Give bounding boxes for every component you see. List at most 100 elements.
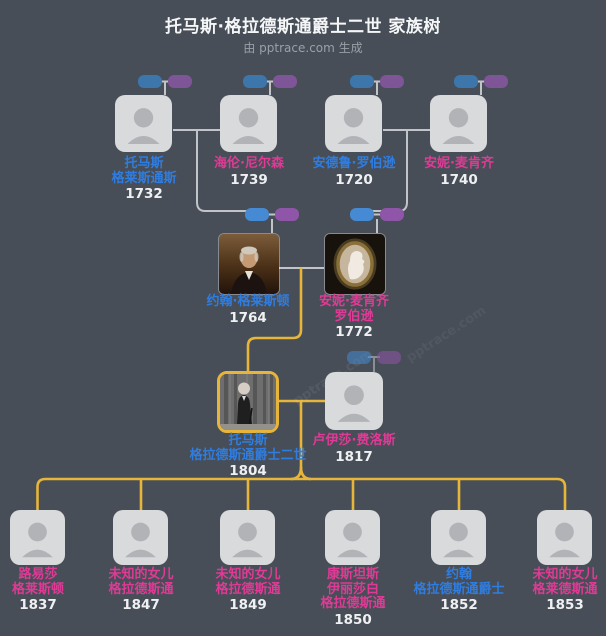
person-name: 约翰·格莱斯顿: [206, 294, 290, 309]
person-label: 康斯坦斯 伊丽莎白 格拉德斯通 1850: [298, 567, 408, 628]
person-placeholder-icon: [232, 108, 265, 145]
person-placeholder-icon: [337, 385, 371, 422]
person-label: 托马斯 格拉德斯通爵士二世 1804: [185, 433, 311, 479]
father-link-icon[interactable]: [138, 75, 162, 88]
person-label: 约翰 格拉德斯通爵士 1852: [399, 567, 519, 613]
person-name: 托马斯: [124, 156, 164, 171]
person-name: 格拉德斯通爵士二世: [189, 447, 307, 463]
parents-link-pair: [347, 351, 401, 364]
person-label: 托马斯 格莱斯通斯 1732: [89, 156, 199, 202]
father-link-icon[interactable]: [350, 208, 374, 221]
person-gen1-2[interactable]: [325, 95, 382, 152]
parents-link-pair: [350, 75, 404, 88]
person-gen4-0[interactable]: [10, 510, 65, 565]
person-gen1-1[interactable]: [220, 95, 277, 152]
person-name: 格莱斯通斯: [111, 170, 177, 186]
mother-link-icon[interactable]: [484, 75, 508, 88]
person-year: 1804: [229, 463, 267, 479]
person-year: 1853: [546, 597, 584, 613]
mother-link-icon[interactable]: [273, 75, 297, 88]
person-gen2-1[interactable]: [324, 233, 386, 295]
person-year: 1772: [335, 324, 373, 340]
person-root-gen3-0[interactable]: [217, 371, 279, 433]
father-link-icon[interactable]: [454, 75, 478, 88]
person-label: 卢伊莎·费洛斯 1817: [294, 433, 414, 465]
person-placeholder-icon: [22, 522, 53, 558]
person-name: 安妮·麦肯齐: [319, 294, 389, 309]
person-label: 未知的女儿 格莱德斯通 1853: [510, 567, 606, 613]
mother-link-icon[interactable]: [377, 351, 401, 364]
page-title: 托马斯·格拉德斯通爵士二世 家族树: [165, 17, 441, 37]
parents-link-pair: [138, 75, 192, 88]
person-year: 1837: [19, 597, 57, 613]
person-placeholder-icon: [127, 108, 160, 145]
person-year: 1720: [335, 171, 373, 188]
person-year: 1852: [440, 597, 478, 613]
oil-painting-portrait: [219, 234, 279, 294]
person-name: 未知的女儿: [108, 567, 174, 582]
person-placeholder-icon: [337, 522, 368, 558]
person-year: 1740: [440, 171, 478, 188]
person-name: 格拉德斯通爵士: [413, 581, 505, 597]
person-gen4-1[interactable]: [113, 510, 168, 565]
person-name: 未知的女儿: [532, 567, 598, 582]
person-name: 安德鲁·罗伯逊: [312, 156, 396, 171]
person-placeholder-icon: [443, 522, 474, 558]
page-subtitle: 由 pptrace.com 生成: [243, 41, 363, 55]
person-placeholder-icon: [125, 522, 156, 558]
mother-link-icon[interactable]: [275, 208, 299, 221]
person-gen2-0[interactable]: [218, 233, 280, 295]
parents-link-pair: [454, 75, 508, 88]
person-year: 1847: [122, 597, 160, 613]
person-label: 未知的女儿 格拉德斯通 1847: [86, 567, 196, 613]
person-name: 格拉德斯通: [320, 596, 386, 611]
mother-link-icon[interactable]: [168, 75, 192, 88]
person-placeholder-icon: [549, 522, 580, 558]
person-name: 康斯坦斯: [326, 567, 379, 582]
person-name: 海伦·尼尔森: [214, 156, 284, 171]
person-gen4-5[interactable]: [537, 510, 592, 565]
person-label: 安妮·麦肯齐 1740: [404, 156, 514, 188]
mother-link-icon[interactable]: [380, 75, 404, 88]
person-name: 约翰: [445, 567, 472, 582]
person-name: 格拉德斯通: [108, 581, 174, 597]
person-gen4-4[interactable]: [431, 510, 486, 565]
person-label: 安妮·麦肯齐 罗伯逊 1772: [294, 294, 414, 340]
person-gen1-3[interactable]: [430, 95, 487, 152]
person-name: 托马斯: [228, 433, 268, 448]
person-gen4-3[interactable]: [325, 510, 380, 565]
person-name: 格莱斯顿: [11, 581, 64, 597]
person-name: 伊丽莎白: [326, 581, 379, 597]
person-gen3-1[interactable]: [325, 372, 383, 430]
person-name: 格莱德斯通: [532, 581, 598, 597]
father-link-icon[interactable]: [243, 75, 267, 88]
person-name: 格拉德斯通: [215, 581, 281, 597]
person-name: 罗伯逊: [334, 308, 374, 324]
person-placeholder-icon: [232, 522, 263, 558]
person-name: 安妮·麦肯齐: [424, 156, 494, 171]
parents-link-pair: [245, 208, 299, 221]
parents-link-pair: [350, 208, 404, 221]
person-gen1-0[interactable]: [115, 95, 172, 152]
person-placeholder-icon: [337, 108, 370, 145]
mother-link-icon[interactable]: [380, 208, 404, 221]
person-label: 约翰·格莱斯顿 1764: [188, 294, 308, 325]
person-name: 卢伊莎·费洛斯: [312, 433, 396, 448]
person-year: 1739: [230, 171, 268, 188]
person-name: 路易莎: [18, 567, 58, 582]
father-link-icon[interactable]: [350, 75, 374, 88]
person-year: 1849: [229, 597, 267, 613]
person-year: 1817: [335, 448, 373, 465]
bw-photo: [220, 374, 276, 430]
cameo-photo: [325, 234, 385, 294]
father-link-icon[interactable]: [347, 351, 371, 364]
person-label: 安德鲁·罗伯逊 1720: [299, 156, 409, 188]
person-label: 海伦·尼尔森 1739: [194, 156, 304, 188]
person-gen4-2[interactable]: [220, 510, 275, 565]
person-placeholder-icon: [442, 108, 475, 145]
father-link-icon[interactable]: [245, 208, 269, 221]
person-year: 1850: [334, 611, 372, 628]
person-name: 未知的女儿: [215, 567, 281, 582]
person-year: 1732: [125, 186, 163, 202]
